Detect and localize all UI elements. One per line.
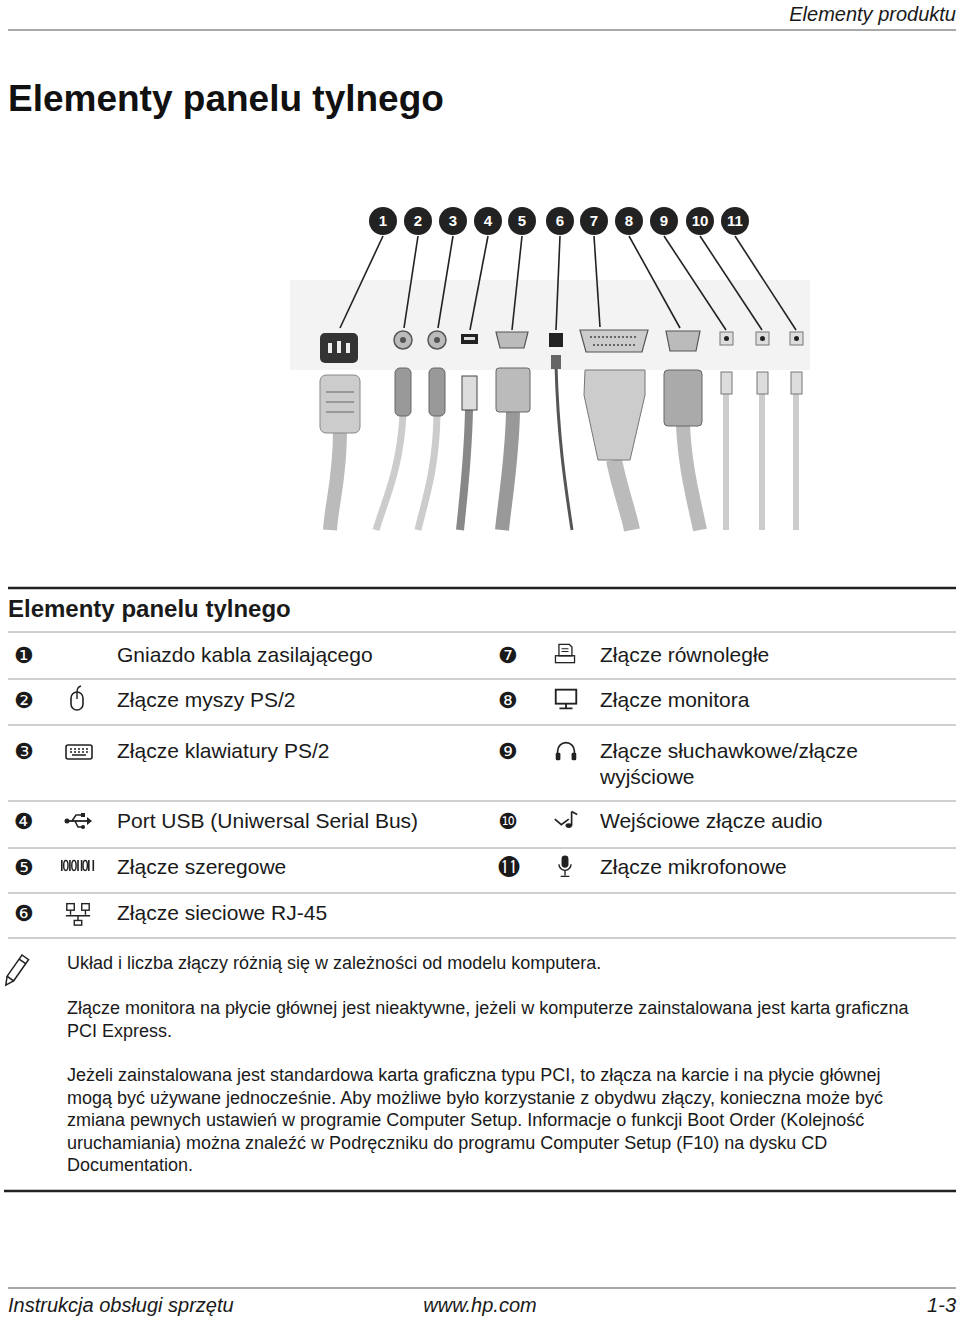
callout-number: 9 xyxy=(649,211,679,231)
table-cell: Złącze mikrofonowe xyxy=(600,854,900,880)
callout-number: 7 xyxy=(579,211,609,231)
table-cell: Gniazdo kabla zasilającego xyxy=(117,642,497,668)
callout-circles xyxy=(369,207,749,235)
table-cell: Port USB (Uniwersal Serial Bus) xyxy=(117,808,497,834)
table-cell: Złącze monitora xyxy=(600,687,900,713)
note-text: Jeżeli zainstalowana jest standardowa ka… xyxy=(67,1064,927,1177)
table-cell: Złącze szeregowe xyxy=(117,854,497,880)
running-header: Elementy produktu xyxy=(560,2,956,27)
row-marker: ❼ xyxy=(498,642,538,670)
footer-text: Instrukcja obsługi sprzętu xyxy=(8,1293,368,1317)
note-text: Układ i liczba złączy różnią się w zależ… xyxy=(67,952,947,975)
row-marker: ❿ xyxy=(498,808,538,836)
table-cell: Złącze sieciowe RJ-45 xyxy=(117,900,497,926)
row-marker: ❶ xyxy=(14,642,50,670)
row-marker: ❻ xyxy=(14,900,50,928)
header-rule xyxy=(8,30,956,31)
row-marker: ❽ xyxy=(498,687,538,715)
row-marker: ❷ xyxy=(14,687,50,715)
table-row-rules xyxy=(8,632,956,938)
note-pencil-icon xyxy=(2,955,28,987)
table-cell: Złącze równoległe xyxy=(600,642,900,668)
row-marker: ❸ xyxy=(14,738,50,766)
cable-illustration xyxy=(320,355,802,530)
footer-rule xyxy=(8,1288,956,1289)
callout-number: 10 xyxy=(685,211,715,231)
leader-lines xyxy=(340,236,796,330)
callout-number: 8 xyxy=(614,211,644,231)
table-bottom-rule xyxy=(4,1190,956,1193)
row-marker: ❺ xyxy=(14,854,50,882)
footer-url: www.hp.com xyxy=(380,1293,580,1317)
page-number: 1-3 xyxy=(800,1293,956,1317)
callout-number: 5 xyxy=(507,211,537,231)
note-text: Złącze monitora na płycie głównej jest n… xyxy=(67,997,927,1042)
table-cell: Wejściowe złącze audio xyxy=(600,808,900,834)
callout-number: 3 xyxy=(438,211,468,231)
row-marker: ❹ xyxy=(14,808,50,836)
table-heading: Elementy panelu tylnego xyxy=(8,594,608,624)
page-title: Elementy panelu tylnego xyxy=(8,76,908,122)
callout-number: 11 xyxy=(720,211,750,231)
callout-number: 4 xyxy=(473,211,503,231)
table-top-rule xyxy=(8,587,956,590)
table-cell: Złącze myszy PS/2 xyxy=(117,687,497,713)
callout-number: 2 xyxy=(403,211,433,231)
table-icons xyxy=(62,644,577,925)
row-marker: ❾ xyxy=(498,738,538,766)
callout-number: 1 xyxy=(368,211,398,231)
rear-panel-illustration xyxy=(290,280,810,370)
callout-number: 6 xyxy=(545,211,575,231)
table-cell: Złącze klawiatury PS/2 xyxy=(117,738,497,764)
row-marker: ⓫ xyxy=(498,854,538,882)
table-cell: Złącze słuchawkowe/złącze wyjściowe xyxy=(600,738,900,791)
